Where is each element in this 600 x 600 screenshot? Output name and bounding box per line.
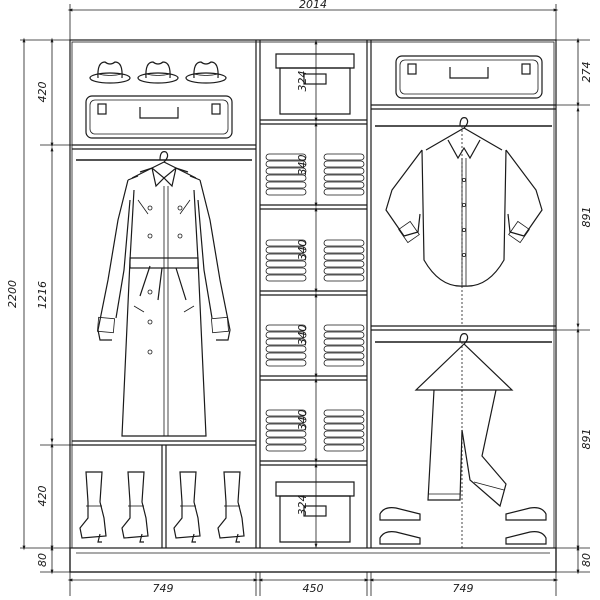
suitcase-icon bbox=[85, 95, 233, 139]
folded-item bbox=[323, 324, 365, 332]
dim-right-top: 274 bbox=[580, 62, 593, 83]
folded-item bbox=[323, 359, 365, 367]
folded-item bbox=[265, 416, 307, 424]
storage-box-icon bbox=[275, 53, 355, 115]
folded-item bbox=[323, 167, 365, 175]
folded-item bbox=[323, 181, 365, 189]
folded-item bbox=[265, 267, 307, 275]
folded-item bbox=[265, 274, 307, 282]
folded-item bbox=[323, 416, 365, 424]
folded-item bbox=[323, 239, 365, 247]
dim-left-top: 420 bbox=[36, 82, 49, 103]
suitcase-icon bbox=[395, 55, 543, 99]
dimension-labels: 2014 749 450 749 2200 420 1216 420 80 27… bbox=[6, 0, 593, 595]
right-section bbox=[371, 104, 556, 548]
shirt-icon bbox=[385, 117, 543, 287]
middle-section bbox=[260, 119, 367, 466]
dim-middle-top-box: 324 bbox=[296, 71, 309, 92]
folded-item bbox=[265, 181, 307, 189]
folded-item bbox=[265, 409, 307, 417]
folded-item bbox=[323, 352, 365, 360]
dim-middle-shelf-2: 340 bbox=[296, 240, 309, 261]
coat-icon bbox=[96, 151, 231, 437]
folded-item bbox=[265, 430, 307, 438]
folded-item bbox=[323, 174, 365, 182]
folded-item bbox=[323, 274, 365, 282]
folded-item bbox=[265, 352, 307, 360]
dim-middle-width: 450 bbox=[303, 582, 324, 595]
folded-item bbox=[265, 331, 307, 339]
boots-icon bbox=[79, 471, 245, 543]
folded-item bbox=[265, 338, 307, 346]
folded-item bbox=[323, 430, 365, 438]
folded-item bbox=[323, 338, 365, 346]
dim-middle-bottom-box: 324 bbox=[296, 495, 309, 516]
dim-right-width: 749 bbox=[453, 582, 474, 595]
dim-left-hanging: 1216 bbox=[36, 281, 49, 309]
folded-item bbox=[265, 153, 307, 161]
storage-box-icon bbox=[275, 481, 355, 543]
dim-left-bottom: 420 bbox=[36, 486, 49, 507]
folded-item bbox=[323, 423, 365, 431]
folded-item bbox=[323, 345, 365, 353]
dim-middle-shelf-3: 340 bbox=[296, 325, 309, 346]
folded-item bbox=[323, 246, 365, 254]
folded-item bbox=[323, 153, 365, 161]
dim-right-upper: 891 bbox=[580, 207, 593, 228]
dim-total-width: 2014 bbox=[299, 0, 327, 11]
folded-clothes-icon bbox=[265, 153, 365, 452]
folded-item bbox=[265, 174, 307, 182]
folded-item bbox=[265, 423, 307, 431]
folded-item bbox=[323, 331, 365, 339]
folded-item bbox=[265, 444, 307, 452]
dim-middle-shelf-1: 340 bbox=[296, 155, 309, 176]
hat-icon bbox=[89, 61, 227, 84]
folded-item bbox=[265, 160, 307, 168]
folded-item bbox=[265, 324, 307, 332]
dim-right-lower: 891 bbox=[580, 429, 593, 450]
dim-plinth-right: 80 bbox=[580, 553, 593, 567]
folded-item bbox=[323, 267, 365, 275]
dim-left-width: 749 bbox=[153, 582, 174, 595]
trousers-icon bbox=[414, 333, 514, 508]
wardrobe-frame bbox=[69, 39, 557, 573]
dim-plinth-left: 80 bbox=[36, 553, 49, 567]
folded-item bbox=[265, 246, 307, 254]
folded-item bbox=[323, 160, 365, 168]
folded-item bbox=[265, 239, 307, 247]
folded-item bbox=[265, 437, 307, 445]
folded-item bbox=[323, 188, 365, 196]
shoes-icon bbox=[379, 507, 547, 545]
folded-item bbox=[323, 409, 365, 417]
folded-item bbox=[323, 437, 365, 445]
folded-item bbox=[323, 260, 365, 268]
folded-item bbox=[265, 260, 307, 268]
dim-middle-shelf-4: 340 bbox=[296, 410, 309, 431]
left-section bbox=[72, 144, 256, 548]
folded-item bbox=[265, 359, 307, 367]
folded-item bbox=[323, 444, 365, 452]
dimension-lines bbox=[20, 4, 590, 596]
folded-item bbox=[265, 167, 307, 175]
folded-item bbox=[323, 253, 365, 261]
folded-item bbox=[265, 188, 307, 196]
dim-total-height: 2200 bbox=[6, 280, 19, 308]
folded-item bbox=[265, 253, 307, 261]
folded-item bbox=[265, 345, 307, 353]
